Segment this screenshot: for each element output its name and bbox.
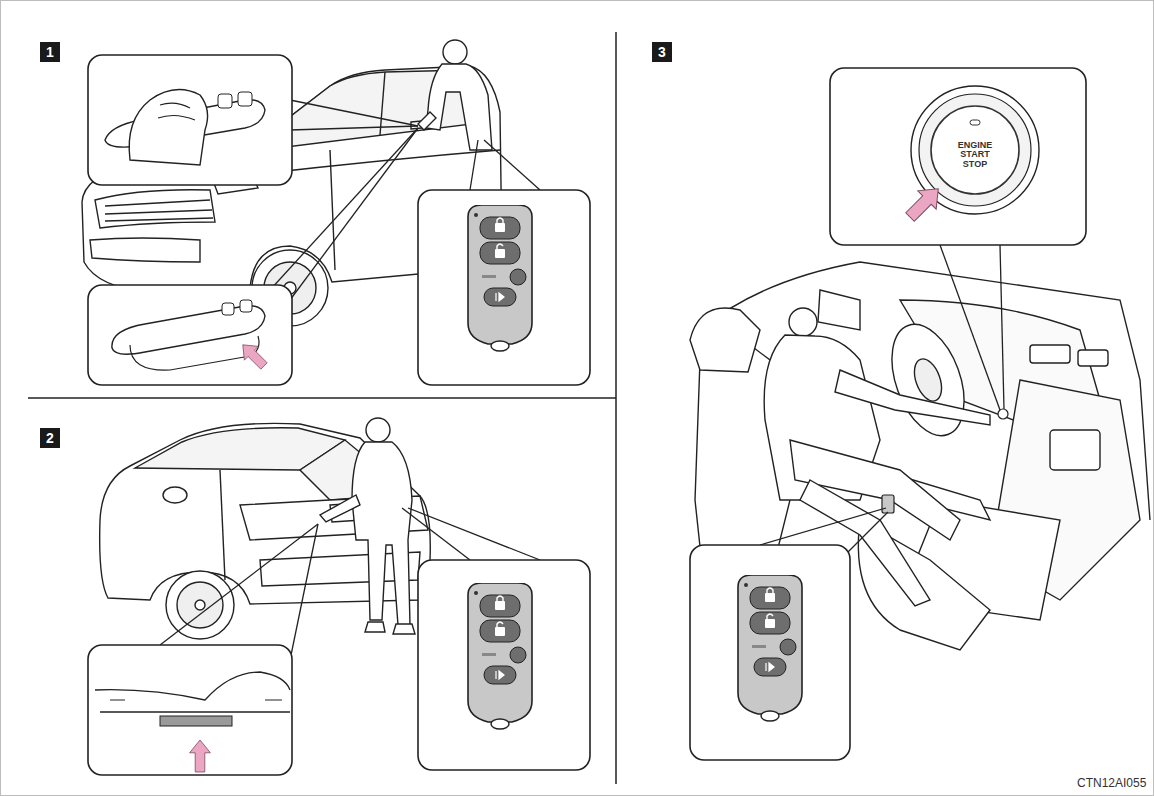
callout-start-button (830, 68, 1086, 245)
person (418, 40, 492, 150)
person (320, 418, 415, 634)
panel-number: 3 (652, 42, 672, 62)
callout-number: 3 (658, 45, 666, 59)
callout-trunk-button (88, 645, 292, 775)
callout-key-fob (690, 545, 850, 760)
callout-door-handle-sensor (88, 285, 292, 385)
callout-key-fob (418, 560, 590, 770)
callout-number: 2 (46, 431, 54, 445)
figure-code: CTN12AI055 (1077, 776, 1146, 790)
panel-number: 1 (40, 42, 60, 62)
callout-number: 1 (46, 45, 54, 59)
divider (28, 397, 616, 399)
start-stop-button: ENGINE START STOP (927, 102, 1023, 198)
callout-door-handle-grip (88, 55, 292, 185)
leader-lines (760, 245, 1004, 560)
panel-number: 2 (40, 428, 60, 448)
car-rear-view (100, 423, 431, 639)
button-label: ENGINE START STOP (952, 141, 998, 169)
start-button-on-dash (998, 409, 1008, 419)
divider (615, 32, 617, 784)
key-fob-in-console (882, 495, 894, 513)
callout-key-fob (418, 190, 590, 385)
